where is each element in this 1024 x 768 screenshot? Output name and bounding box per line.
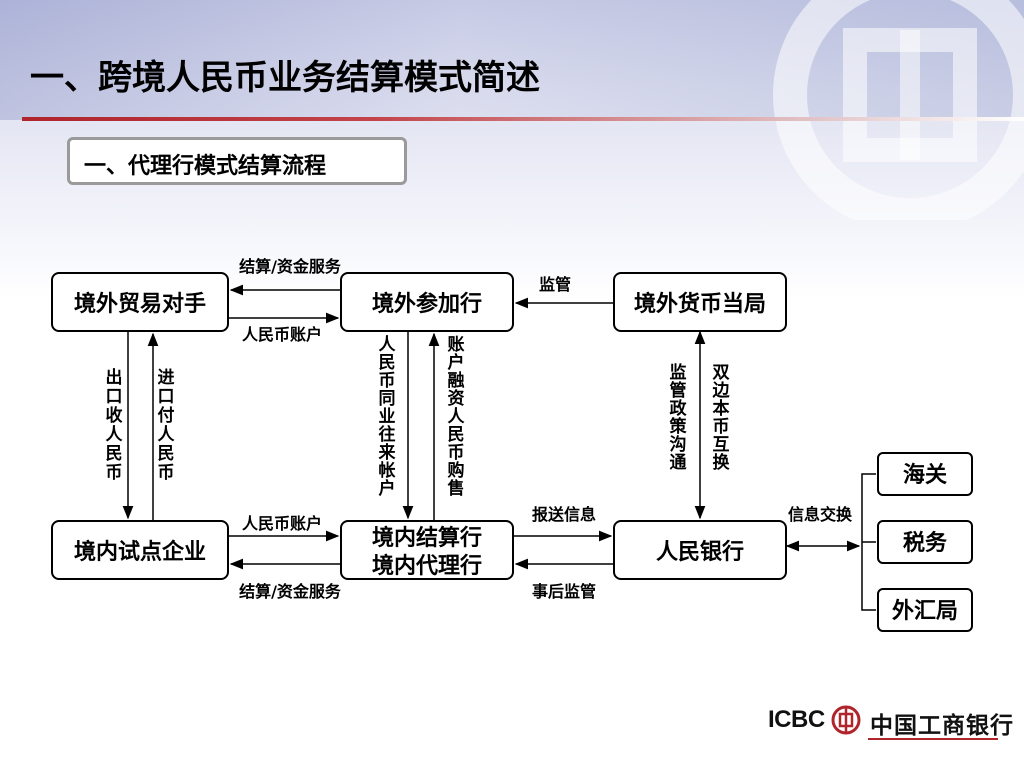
logo-underline [868,738,998,740]
logo-bank-name: 中国工商银行 [870,713,1014,739]
node-foreign-currency-authority: 境外货币当局 [613,272,787,332]
watermark-logo-icon [773,0,1024,220]
node-pboc: 人民银行 [613,520,787,580]
subtitle-box: 一、代理行模式结算流程 [67,137,407,185]
node-pboc-label: 人民银行 [656,539,744,565]
node-forex-bureau-label: 外汇局 [892,598,958,624]
label-policy-communication: 监管政策沟通 [670,362,688,473]
label-report-info: 报送信息 [532,505,596,524]
icbc-emblem-icon [831,705,861,735]
node-domestic-settlement-bank-label-1: 境内结算行 [372,525,482,551]
node-foreign-participating-bank: 境外参加行 [340,272,514,332]
node-domestic-pilot-enterprise-label: 境内试点企业 [74,539,206,565]
label-settlement-service-top: 结算/资金服务 [238,257,342,276]
bank-logo: ICBC 中国工商银行 [768,700,1013,740]
label-import-rmb: 进口付人民币 [158,368,176,483]
label-export-rmb: 出口收人民币 [106,367,124,483]
title-divider [22,117,1024,121]
node-foreign-participating-bank-label: 境外参加行 [372,291,482,317]
node-tax-label: 税务 [903,530,948,556]
node-domestic-pilot-enterprise: 境内试点企业 [51,520,229,580]
node-customs-label: 海关 [903,462,947,488]
node-foreign-trade-partner: 境外贸易对手 [51,272,229,332]
node-foreign-trade-partner-label: 境外贸易对手 [74,291,206,317]
label-post-supervision: 事后监管 [532,582,596,601]
label-supervision-top: 监管 [539,275,571,294]
label-info-exchange: 信息交换 [788,505,853,524]
label-rmb-interbank-account: 人民币同业往来帐户 [378,335,397,499]
node-tax: 税务 [877,520,973,564]
node-customs: 海关 [877,452,973,496]
node-forex-bureau: 外汇局 [877,588,973,632]
label-rmb-account-top: 人民币账户 [242,325,322,344]
label-rmb-account-bottom: 人民币账户 [242,514,322,533]
node-domestic-settlement-bank-label-2: 境内代理行 [372,553,482,579]
label-account-financing: 账户融资人民币购售 [448,335,466,499]
node-foreign-currency-authority-label: 境外货币当局 [634,291,766,317]
page-title: 一、跨境人民币业务结算模式简述 [30,58,540,98]
node-domestic-settlement-bank: 境内结算行 境内代理行 [340,520,514,580]
subtitle: 一、代理行模式结算流程 [84,154,327,179]
label-currency-swap: 双边本币互换 [712,363,731,473]
label-settlement-service-bottom: 结算/资金服务 [238,582,342,601]
logo-icbc-text: ICBC [768,706,825,733]
